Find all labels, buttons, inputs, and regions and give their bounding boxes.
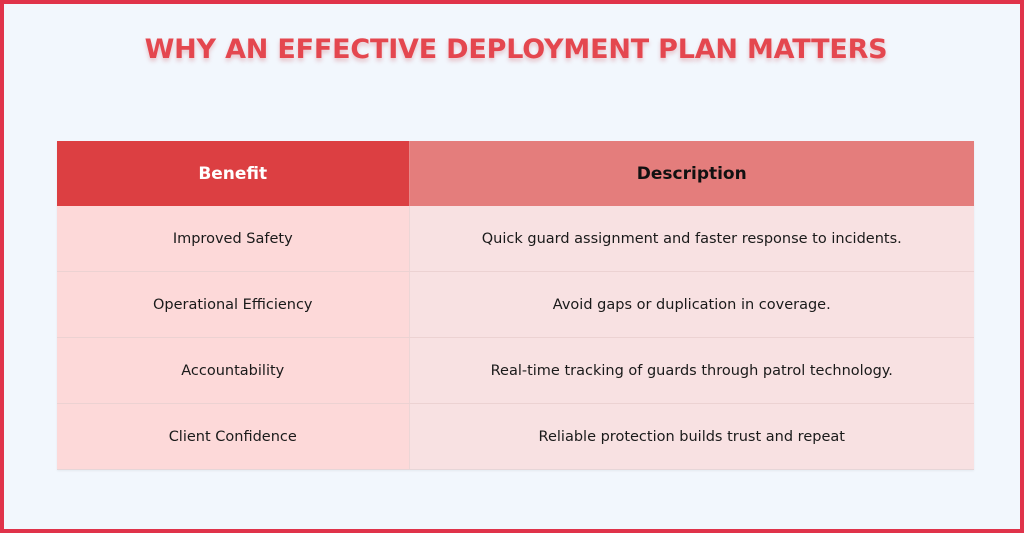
column-header-benefit: Benefit [57,141,410,206]
table-row: Accountability Real-time tracking of gua… [57,337,974,404]
benefit-cell: Accountability [57,337,410,404]
benefit-cell: Operational Efficiency [57,271,410,338]
description-cell: Real-time tracking of guards through pat… [409,337,974,404]
benefits-table: Benefit Description Improved Safety Quic… [57,141,974,470]
column-header-description: Description [409,141,974,206]
table-row: Client Confidence Reliable protection bu… [57,403,974,470]
table-header-row: Benefit Description [57,141,974,206]
benefit-cell: Improved Safety [57,206,410,272]
description-cell: Reliable protection builds trust and rep… [409,403,974,470]
table-row: Operational Efficiency Avoid gaps or dup… [57,271,974,338]
table-row: Improved Safety Quick guard assignment a… [57,206,974,272]
page-title: WHY AN EFFECTIVE DEPLOYMENT PLAN MATTERS [144,34,888,65]
description-cell: Avoid gaps or duplication in coverage. [409,271,974,338]
benefit-cell: Client Confidence [57,403,410,470]
description-cell: Quick guard assignment and faster respon… [409,206,974,272]
